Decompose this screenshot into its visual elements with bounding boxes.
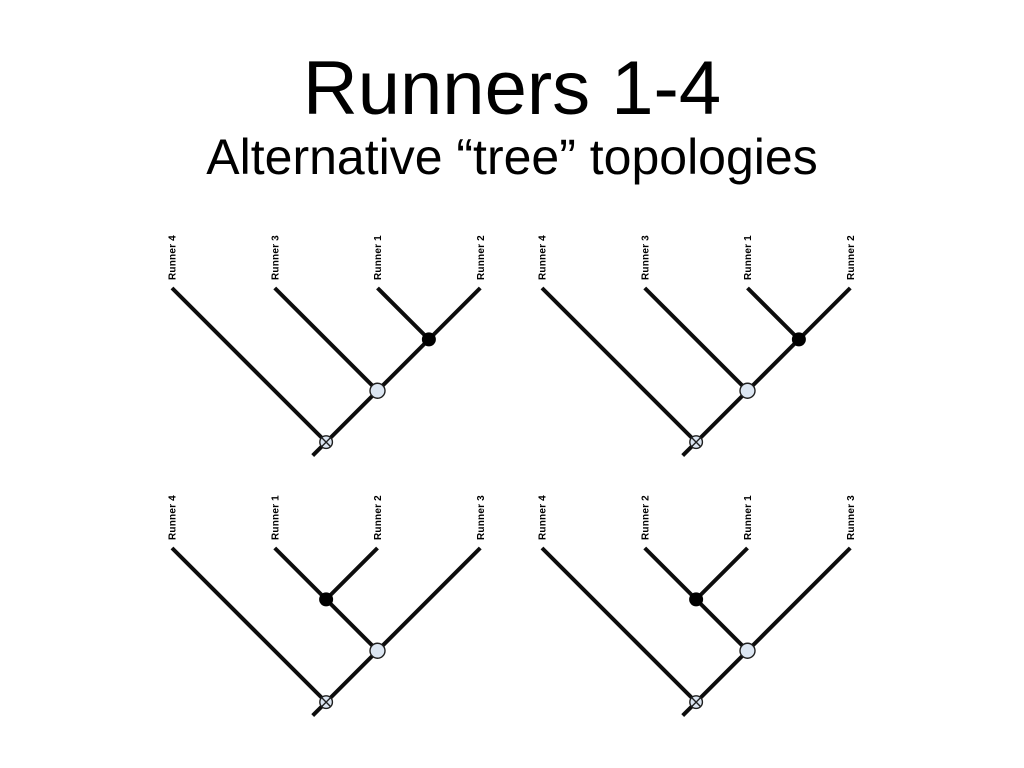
tip-label: Runner 1	[743, 495, 754, 540]
cherry-node-marker	[689, 592, 704, 607]
root-x-stroke	[691, 697, 702, 708]
tip-label: Runner 3	[270, 235, 281, 280]
branch-line	[376, 286, 431, 341]
branch-line	[324, 649, 379, 704]
tip-label: Runner 4	[538, 495, 549, 540]
branch-line	[376, 546, 482, 653]
branch-line	[427, 286, 482, 341]
branch-line	[540, 286, 698, 444]
branch-line	[170, 286, 328, 444]
root-x-stroke	[321, 697, 332, 708]
tip-label: Runner 4	[168, 495, 179, 540]
tree-top-left: Runner 4 Runner 3 Runner 1 Runner 2	[168, 235, 487, 457]
root-node-marker	[689, 435, 704, 450]
tip-label: Runner 2	[846, 235, 857, 280]
tip-label: Runner 4	[168, 235, 179, 280]
tree-bottom-left: Runner 4 Runner 1 Runner 2 Runner 3	[168, 495, 487, 717]
tip-label: Runner 2	[476, 235, 487, 280]
tree-bottom-right: Runner 4 Runner 2 Runner 1 Runner 3	[538, 495, 857, 717]
branch-line	[746, 286, 801, 341]
internal-node-marker	[369, 382, 386, 399]
tip-label: Runner 4	[538, 235, 549, 280]
tip-label: Runner 1	[270, 495, 281, 540]
internal-node-marker	[739, 382, 756, 399]
branch-line	[694, 597, 749, 653]
slide-subtitle: Alternative “tree” topologies	[206, 129, 818, 185]
tip-label: Runner 3	[640, 235, 651, 280]
branch-line	[643, 546, 698, 601]
branch-line	[746, 337, 801, 393]
branch-line	[273, 286, 379, 393]
branch-line	[694, 546, 749, 601]
branch-line	[324, 597, 379, 653]
root-node-marker	[689, 695, 704, 710]
branch-line	[694, 649, 749, 704]
cherry-node-marker	[791, 332, 806, 347]
internal-node-marker	[739, 642, 756, 659]
tree-top-right: Runner 4 Runner 3 Runner 1 Runner 2	[538, 235, 857, 457]
branch-line	[376, 337, 431, 393]
branch-line	[170, 546, 328, 704]
branch-line	[694, 389, 749, 444]
tip-label: Runner 1	[373, 235, 384, 280]
tip-label: Runner 3	[846, 495, 857, 540]
tip-label: Runner 2	[640, 495, 651, 540]
cherry-node-marker	[421, 332, 436, 347]
tip-label: Runner 2	[373, 495, 384, 540]
root-x-stroke	[321, 437, 332, 448]
root-node-marker	[319, 695, 334, 710]
branch-line	[273, 546, 328, 601]
branch-line	[797, 286, 852, 341]
branch-line	[324, 389, 379, 444]
branch-line	[324, 546, 379, 601]
internal-node-marker	[369, 642, 386, 659]
tip-label: Runner 3	[476, 495, 487, 540]
root-node-marker	[319, 435, 334, 450]
branch-line	[643, 286, 749, 393]
branch-line	[746, 546, 852, 653]
slide-title: Runners 1-4	[302, 46, 722, 131]
tip-label: Runner 1	[743, 235, 754, 280]
cherry-node-marker	[319, 592, 334, 607]
branch-line	[540, 546, 698, 704]
root-x-stroke	[691, 437, 702, 448]
